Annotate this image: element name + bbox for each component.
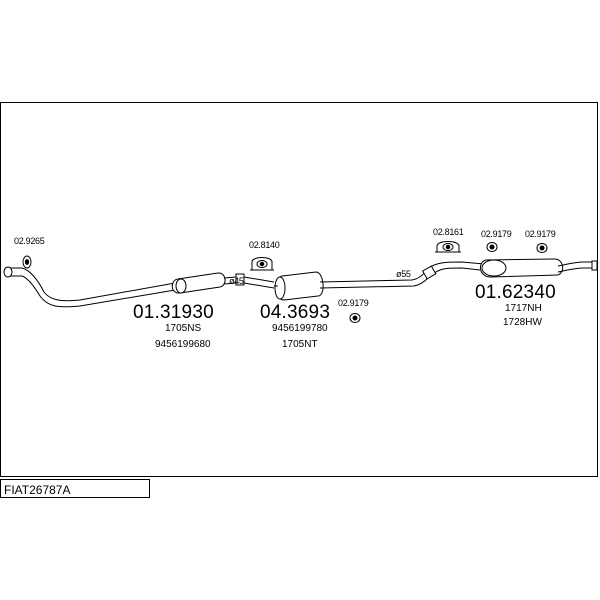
part-ref-middle-muffler-1: 1705NS xyxy=(165,323,202,334)
part-ref-rear-muffler-2: 1728HW xyxy=(503,317,542,328)
diagram-frame xyxy=(0,102,598,477)
hanger-02-9179-c xyxy=(536,243,548,253)
small-part-label-4: 02.8161 xyxy=(433,227,464,237)
part-ref-rear-muffler-1: 1717NH xyxy=(505,303,542,314)
part-number-catalytic-converter: 04.3693 xyxy=(260,302,331,323)
hanger-02-8161 xyxy=(435,241,461,253)
part-ref-catalytic-converter-2: 1705NT xyxy=(282,339,318,350)
front-pipe xyxy=(5,267,176,302)
hanger-02-9179-a xyxy=(349,313,361,323)
diagram-code: FIAT26787A xyxy=(4,483,71,497)
part-number-rear-muffler: 01.62340 xyxy=(475,282,556,303)
part-ref-catalytic-converter-1: 9456199780 xyxy=(272,323,328,334)
small-part-label-3: 02.9179 xyxy=(338,298,369,308)
part-number-middle-muffler: 01.31930 xyxy=(133,302,214,323)
diagram-code-box: FIAT26787A xyxy=(0,479,150,498)
hanger-02-9179-b xyxy=(486,242,498,252)
small-part-label-2: 02.8140 xyxy=(249,240,280,250)
clamp-55 xyxy=(421,265,437,280)
hanger-02-8140 xyxy=(250,257,274,271)
tail-tip xyxy=(591,260,598,271)
front-flange xyxy=(3,266,13,278)
hanger-02-9265 xyxy=(22,255,32,269)
small-part-label-6: 02.9179 xyxy=(525,229,556,239)
part-ref-middle-muffler-2: 9456199680 xyxy=(155,339,211,350)
small-part-label-5: 02.9179 xyxy=(481,229,512,239)
clamp-45 xyxy=(235,273,245,286)
small-part-label-1: 02.9265 xyxy=(14,236,45,246)
diameter-label-2: ø55 xyxy=(396,269,411,279)
diameter-label-1: ø45 xyxy=(229,276,244,286)
